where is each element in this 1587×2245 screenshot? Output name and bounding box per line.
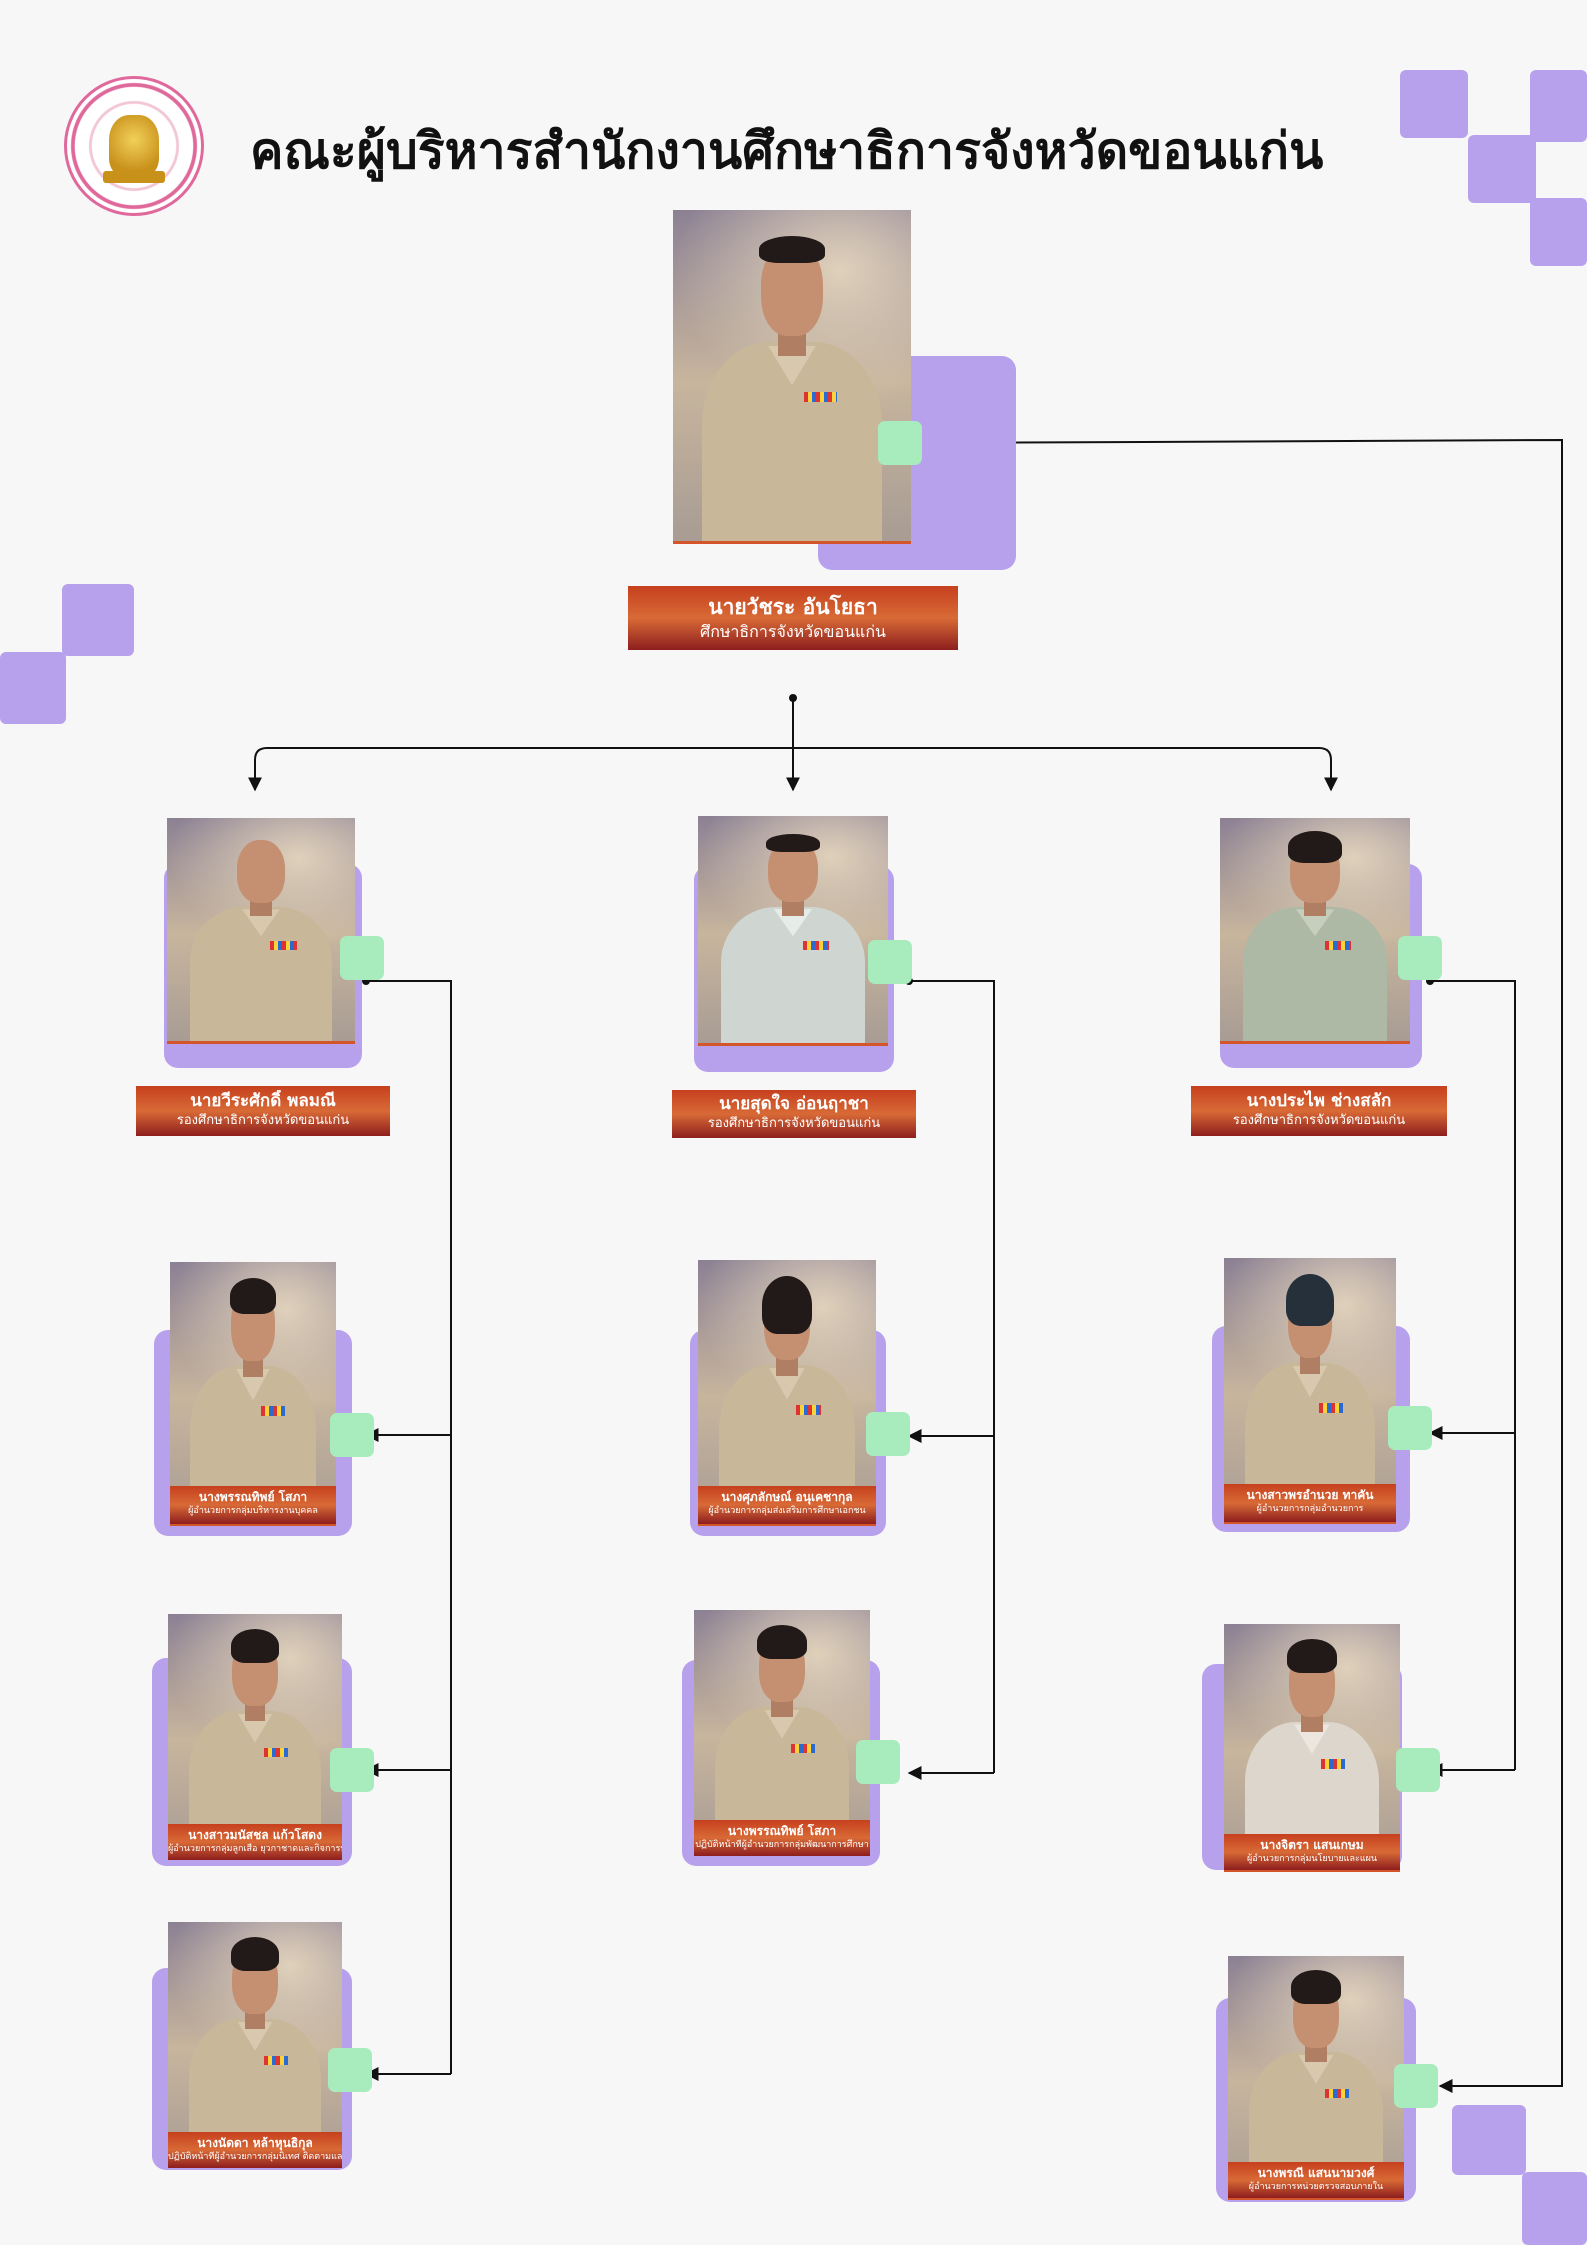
staff-card: นางศุภลักษณ์ อนุเคชากุล ผู้อำนวยการกลุ่ม… — [690, 1258, 920, 1538]
staff-photo — [168, 1922, 342, 2168]
connector-node — [856, 1740, 900, 1784]
staff-name-plate: นางนัดดา หล้าหุนธิกุล ปฏิบัติหน้าที่ผู้อ… — [168, 2132, 342, 2168]
connector-node — [1396, 1748, 1440, 1792]
decor-square-bottom-right-1 — [1452, 2105, 1526, 2175]
connector-head-to-audit — [921, 438, 1563, 2093]
staff-card: นางสาวมนัสชล แก้วโสดง ผู้อำนวยการกลุ่มลู… — [150, 1614, 380, 1870]
staff-position: ผู้อำนวยการกลุ่มนโยบายและแผน — [1246, 1854, 1378, 1864]
staff-card: นางพรรณทิพย์ โสภา ปฏิบัติหน้าที่ผู้อำนวย… — [680, 1608, 910, 1868]
staff-photo — [1224, 1258, 1396, 1524]
connector-node — [1394, 2064, 1438, 2108]
deputy-card: นายสุดใจ อ่อนฤาชา รองศึกษาธิการจังหวัดขอ… — [672, 814, 940, 1138]
connector-deputy-bar — [248, 747, 1338, 792]
connector-dot-head — [789, 694, 797, 702]
deputy-name: นายวีระศักดิ์ พลมณี — [190, 1091, 336, 1111]
head-card: นายวัชระ อันโยธา ศึกษาธิการจังหวัดขอนแก่… — [628, 208, 1018, 654]
staff-position: ผู้อำนวยการกลุ่มบริหารงานบุคคล — [188, 1506, 318, 1516]
decor-square-left-2 — [0, 652, 66, 724]
staff-name: นางสาวพรอำนวย ทาคัน — [1246, 1488, 1374, 1502]
staff-card: นางพรณี แสนนามวงศ์ ผู้อำนวยการหน่วยตรวจส… — [1214, 1954, 1448, 2204]
staff-card: นางสาวพรอำนวย ทาคัน ผู้อำนวยการกลุ่มอำนว… — [1208, 1256, 1438, 1534]
connector-left-trunk — [366, 980, 452, 2074]
staff-name: นางศุภลักษณ์ อนุเคชากุล — [721, 1490, 853, 1504]
head-position: ศึกษาธิการจังหวัดขอนแก่น — [700, 622, 886, 641]
staff-name-plate: นางพรรณทิพย์ โสภา ผู้อำนวยการกลุ่มบริหาร… — [170, 1486, 336, 1524]
staff-name: นางพรณี แสนนามวงศ์ — [1257, 2166, 1375, 2180]
staff-name: นางจิตรา แสนเกษม — [1260, 1838, 1364, 1852]
staff-name-plate: นางจิตรา แสนเกษม ผู้อำนวยการกลุ่มนโยบายแ… — [1224, 1834, 1400, 1870]
connector-node — [1388, 1406, 1432, 1450]
staff-name: นางนัดดา หล้าหุนธิกุล — [197, 2136, 313, 2150]
deputy-name-plate: นายสุดใจ อ่อนฤาชา รองศึกษาธิการจังหวัดขอ… — [672, 1090, 916, 1138]
deputy-name: นายสุดใจ อ่อนฤาชา — [719, 1094, 869, 1114]
staff-card: นางนัดดา หล้าหุนธิกุล ปฏิบัติหน้าที่ผู้อ… — [150, 1922, 380, 2174]
page-title: คณะผู้บริหารสำนักงานศึกษาธิการจังหวัดขอน… — [250, 122, 1324, 180]
deputy-name: นางประไพ ช่างสลัก — [1246, 1091, 1392, 1111]
connector-mid-trunk — [909, 980, 995, 1773]
staff-name: นางพรรณทิพย์ โสภา — [198, 1490, 308, 1504]
deputy-name-plate: นางประไพ ช่างสลัก รองศึกษาธิการจังหวัดขอ… — [1191, 1086, 1447, 1136]
staff-position: ผู้อำนวยการกลุ่มส่งเสริมการศึกษาเอกชน — [708, 1506, 866, 1516]
staff-name-plate: นางพรณี แสนนามวงศ์ ผู้อำนวยการหน่วยตรวจส… — [1228, 2162, 1404, 2198]
head-name-plate: นายวัชระ อันโยธา ศึกษาธิการจังหวัดขอนแก่… — [628, 586, 958, 650]
staff-name: นางพรรณทิพย์ โสภา — [727, 1824, 837, 1838]
staff-name-plate: นางสาวมนัสชล แก้วโสดง ผู้อำนวยการกลุ่มลู… — [168, 1824, 342, 1860]
decor-square-top-right-1 — [1400, 70, 1468, 138]
staff-position: ปฏิบัติหน้าที่ผู้อำนวยการกลุ่มพัฒนาการศึ… — [695, 1840, 869, 1850]
connector-node — [330, 1413, 374, 1457]
connector-node — [1398, 936, 1442, 980]
connector-right-trunk — [1430, 980, 1516, 1770]
deputy-photo — [167, 818, 355, 1044]
decor-square-left-1 — [62, 584, 134, 656]
decor-square-top-right-2 — [1468, 135, 1536, 203]
staff-photo — [694, 1610, 870, 1856]
connector-node — [340, 936, 384, 980]
staff-card: นางพรรณทิพย์ โสภา ผู้อำนวยการกลุ่มบริหาร… — [150, 1262, 380, 1540]
connector-node — [330, 1748, 374, 1792]
decor-square-top-right-4 — [1530, 198, 1587, 266]
staff-card: นางจิตรา แสนเกษม ผู้อำนวยการกลุ่มนโยบายแ… — [1200, 1622, 1440, 1872]
staff-position: ผู้อำนวยการหน่วยตรวจสอบภายใน — [1248, 2182, 1384, 2192]
deputy-position: รองศึกษาธิการจังหวัดขอนแก่น — [176, 1113, 350, 1128]
connector-node — [878, 421, 922, 465]
staff-position: ผู้อำนวยการกลุ่มอำนวยการ — [1256, 1504, 1364, 1514]
deputy-position: รองศึกษาธิการจังหวัดขอนแก่น — [707, 1116, 881, 1131]
connector-node — [866, 1412, 910, 1456]
staff-name-plate: นางพรรณทิพย์ โสภา ปฏิบัติหน้าที่ผู้อำนวย… — [694, 1820, 870, 1856]
deputy-photo — [698, 816, 888, 1046]
staff-position: ผู้อำนวยการกลุ่มลูกเสือ ยุวกาชาดและกิจกา… — [168, 1844, 342, 1854]
staff-photo — [1224, 1624, 1400, 1872]
head-name: นายวัชระ อันโยธา — [708, 595, 878, 619]
decor-square-bottom-right-2 — [1522, 2172, 1587, 2245]
decor-square-top-right-3 — [1530, 70, 1587, 142]
deputy-photo — [1220, 818, 1410, 1044]
connector-node — [868, 940, 912, 984]
staff-name-plate: นางศุภลักษณ์ อนุเคชากุล ผู้อำนวยการกลุ่ม… — [698, 1486, 876, 1524]
connector-node — [328, 2048, 372, 2092]
head-photo — [673, 210, 911, 544]
deputy-card: นางประไพ ช่างสลัก รองศึกษาธิการจังหวัดขอ… — [1190, 816, 1460, 1138]
office-logo — [64, 76, 204, 216]
staff-position: ปฏิบัติหน้าที่ผู้อำนวยการกลุ่มนิเทศ ติดต… — [168, 2152, 342, 2162]
staff-name-plate: นางสาวพรอำนวย ทาคัน ผู้อำนวยการกลุ่มอำนว… — [1224, 1484, 1396, 1522]
emblem-base-icon — [103, 171, 165, 183]
deputy-position: รองศึกษาธิการจังหวัดขอนแก่น — [1232, 1113, 1406, 1128]
staff-name: นางสาวมนัสชล แก้วโสดง — [188, 1828, 322, 1842]
emblem-icon — [109, 115, 159, 177]
deputy-card: นายวีระศักดิ์ พลมณี รองศึกษาธิการจังหวัด… — [134, 816, 402, 1138]
deputy-name-plate: นายวีระศักดิ์ พลมณี รองศึกษาธิการจังหวัด… — [136, 1086, 390, 1136]
